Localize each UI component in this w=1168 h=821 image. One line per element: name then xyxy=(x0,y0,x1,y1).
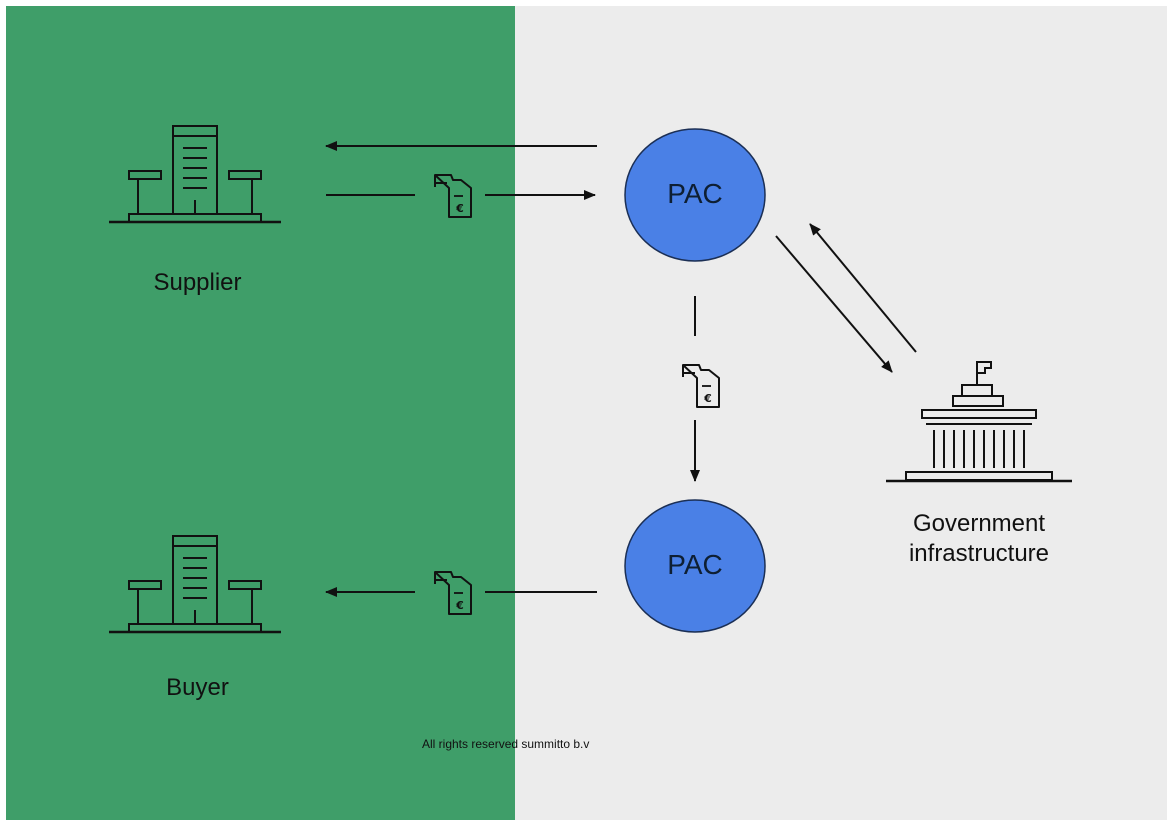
pac-top-label: PAC xyxy=(667,178,723,209)
right-panel-background xyxy=(515,6,1167,820)
pac-bottom-circle xyxy=(624,499,766,633)
government-label: Government infrastructure xyxy=(884,509,1074,569)
buyer-building-icon xyxy=(107,534,283,634)
supplier-label: Supplier xyxy=(153,269,242,296)
government-label-line1: Government xyxy=(912,510,1046,537)
government-label-line2: infrastructure xyxy=(908,540,1050,567)
arrow-pac-to-government xyxy=(775,235,893,373)
invoice-document-icon-supplier-to-pac xyxy=(434,174,472,218)
government-building-icon xyxy=(886,361,1072,483)
supplier-building-icon xyxy=(107,124,283,224)
left-panel-background xyxy=(6,6,515,820)
pac-top-circle xyxy=(624,128,766,262)
pac-bottom-label: PAC xyxy=(667,549,723,580)
copyright-footer: All rights reserved summitto b.v xyxy=(422,737,590,751)
buyer-label: Buyer xyxy=(166,674,229,701)
invoice-document-icon-pac-to-pac xyxy=(682,364,720,408)
invoice-document-icon-pac-to-buyer xyxy=(434,571,472,615)
arrow-government-to-pac xyxy=(809,223,917,353)
